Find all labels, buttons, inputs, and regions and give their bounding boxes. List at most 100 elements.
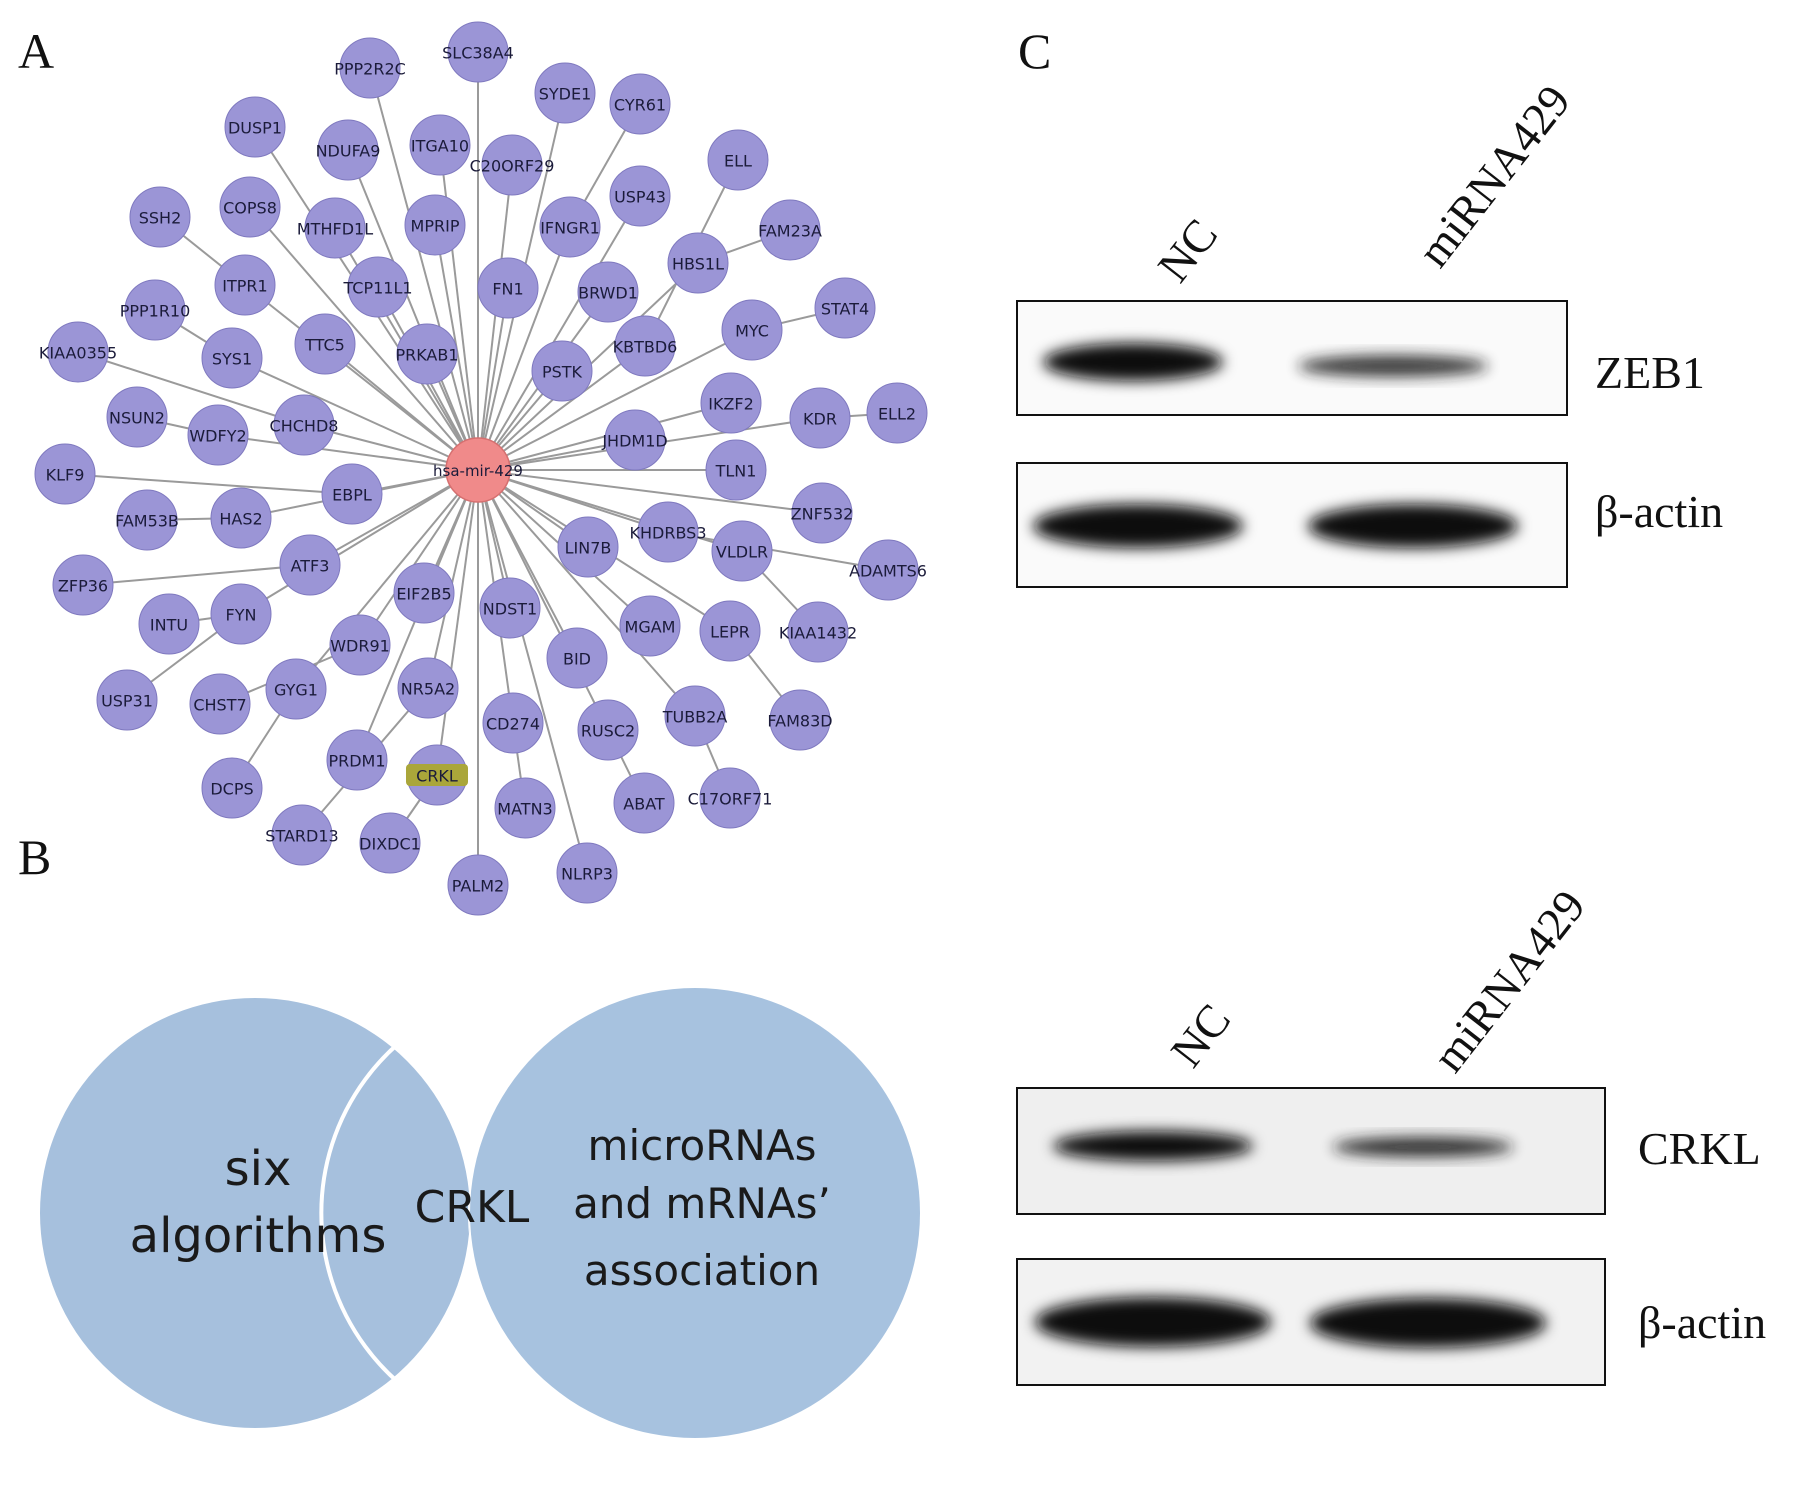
gene-node-label: PRKAB1 (395, 346, 458, 365)
gene-node-circle (546, 627, 608, 689)
gene-node-circle (613, 772, 675, 834)
edge-ppp2r2c (369, 67, 479, 471)
gene-node-circle (304, 197, 366, 259)
gene-node-jhdm1d: JHDM1D (601, 409, 668, 471)
gene-node-circle (317, 119, 379, 181)
gene-node-label: STAT4 (821, 300, 869, 319)
gene-node-matn3: MATN3 (494, 777, 556, 839)
gene-node-ppp2r2c: PPP2R2C (334, 37, 406, 99)
gene-node-label: FYN (226, 606, 257, 625)
gene-node-has2: HAS2 (210, 487, 272, 549)
gene-node-dcps: DCPS (201, 757, 263, 819)
gene-node-usp31: USP31 (96, 669, 158, 731)
edge-ikzf2 (477, 402, 732, 471)
center-node: hsa-mir-429 (433, 437, 523, 503)
gene-node-label: ZNF532 (791, 505, 854, 524)
gene-node-label: ITPR1 (222, 277, 267, 296)
edge-adamts6 (667, 531, 889, 571)
venn-divider-line (319, 996, 481, 1430)
gene-node-circle (189, 673, 251, 735)
gene-node-prkab1: PRKAB1 (395, 323, 459, 385)
edge-zfp36 (82, 564, 311, 586)
gene-node-tln1: TLN1 (705, 439, 767, 501)
gene-node-label: MPRIP (411, 217, 460, 236)
bottom-lane-label-mirna429: miRNA429 (1423, 881, 1595, 1082)
gene-node-label: TLN1 (715, 462, 757, 481)
gene-node-itga10: ITGA10 (409, 114, 471, 176)
gene-node-label: STARD13 (265, 827, 338, 846)
gene-node-nr5a2: NR5A2 (397, 657, 459, 719)
bottom-lane-label-nc: NC (1161, 994, 1241, 1076)
edge-tubb2a (477, 469, 696, 717)
gene-node-label: ATF3 (291, 557, 330, 576)
gene-node-label: ABAT (623, 795, 665, 814)
gene-node-circle (705, 439, 767, 501)
gene-node-abat: ABAT (613, 772, 675, 834)
gene-node-label: RUSC2 (581, 722, 635, 741)
gene-node-label: DIXDC1 (359, 835, 421, 854)
gene-node-circle (116, 489, 178, 551)
gene-node-label: HBS1L (672, 255, 724, 274)
gene-node-kdr: KDR (789, 387, 851, 449)
gene-node-sys1: SYS1 (201, 327, 263, 389)
gene-node-label: IKZF2 (708, 395, 754, 414)
gene-node-label: SSH2 (139, 209, 182, 228)
gene-node-label: C17ORF71 (688, 790, 773, 809)
gene-node-fam23a: FAM23A (758, 199, 822, 261)
gene-node-circle (393, 562, 455, 624)
panel-label-b: B (18, 829, 52, 885)
venn-left-line2: algorithms (130, 1208, 387, 1264)
gene-node-label: NR5A2 (401, 680, 455, 699)
gene-node-label: NSUN2 (109, 409, 165, 428)
gene-node-wdr91: WDR91 (329, 614, 391, 676)
edge-sys1 (231, 357, 479, 471)
edge-cops8 (249, 206, 479, 471)
gene-node-eif2b5: EIF2B5 (393, 562, 455, 624)
gene-node-label: MGAM (625, 618, 676, 637)
gene-node-label: ITGA10 (411, 137, 469, 156)
gene-node-circle (347, 256, 409, 318)
gene-node-stard13: STARD13 (265, 804, 339, 866)
gene-node-cyr61: CYR61 (609, 73, 671, 135)
gene-node-circle (721, 299, 783, 361)
edge-c20orf29 (477, 164, 513, 471)
edge-ndufa9 (347, 149, 479, 471)
band-zeb1-nc (1043, 343, 1223, 381)
gene-node-circle (273, 394, 335, 456)
gene-node-ttc5: TTC5 (294, 313, 356, 375)
gene-node-fyn: FYN (210, 583, 272, 645)
gene-node-kiaa0355: KIAA0355 (39, 321, 117, 383)
gene-node-c20orf29: C20ORF29 (470, 134, 554, 196)
gene-node-circle (637, 501, 699, 563)
gene-node-label: MTHFD1L (297, 220, 373, 239)
top-lane-label-nc: NC (1148, 209, 1228, 291)
gene-node-label: KIAA0355 (39, 344, 117, 363)
edge-wdr91 (359, 469, 479, 646)
gene-node-circle (224, 96, 286, 158)
gene-node-circle (759, 199, 821, 261)
gene-node-label: EBPL (332, 486, 372, 505)
gene-node-circle (214, 254, 276, 316)
gene-node-circle (271, 804, 333, 866)
band-actin-bottom-nc (1035, 1297, 1271, 1347)
gene-node-ebpl: EBPL (321, 463, 383, 525)
gene-node-wdfy2: WDFY2 (187, 404, 249, 466)
gene-node-circle (396, 323, 458, 385)
venn-center-label: CRKL (415, 1182, 530, 1233)
gene-node-c17orf71: C17ORF71 (688, 767, 773, 829)
gene-node-crkl: CRKL (406, 744, 468, 806)
gene-node-gyg1: GYG1 (265, 658, 327, 720)
gene-node-lin7b: LIN7B (557, 516, 619, 578)
gene-node-circle (106, 386, 168, 448)
protein-label-crkl: CRKL (1638, 1123, 1761, 1174)
gene-node-label: SLC38A4 (442, 44, 514, 63)
gene-node-tcp11l1: TCP11L1 (342, 256, 413, 318)
gene-node-label: WDFY2 (189, 427, 246, 446)
gene-node-lepr: LEPR (699, 600, 761, 662)
edge-myc (477, 329, 753, 471)
gene-node-syde1: SYDE1 (534, 62, 596, 124)
gene-node-circle (201, 327, 263, 389)
venn-right-line1: microRNAs (588, 1121, 817, 1170)
